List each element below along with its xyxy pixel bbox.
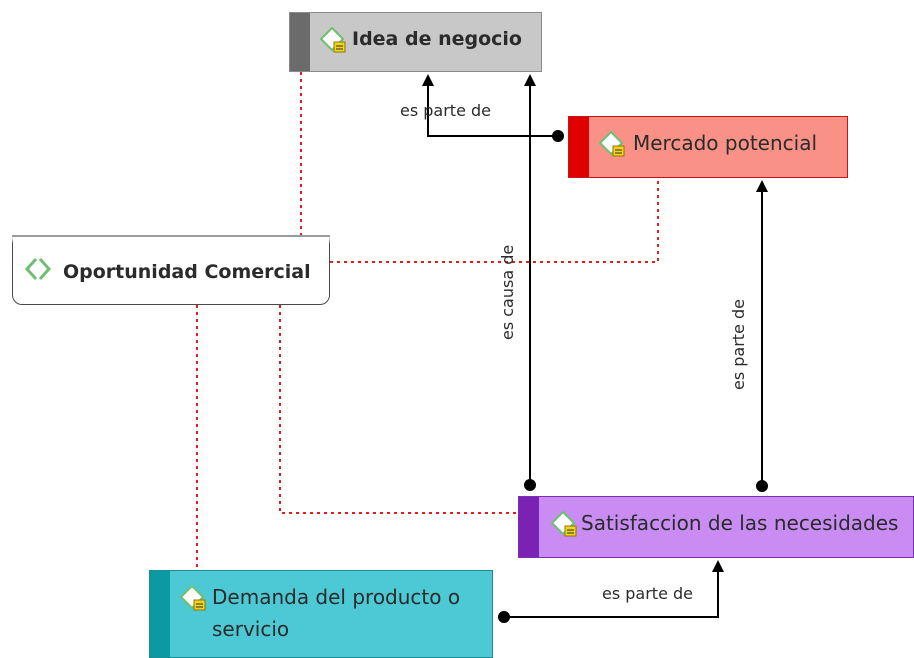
edge-label-satisfaccion-idea: es causa de — [498, 244, 517, 340]
edge-label-demanda-satisfaccion: es parte de — [602, 584, 694, 603]
node-color-bar — [150, 571, 170, 657]
node-color-bar — [290, 13, 310, 71]
chevron-pair-icon — [24, 257, 52, 281]
dotted-link-satisfaccion — [279, 305, 518, 514]
connectors — [422, 74, 768, 623]
node-color-bar — [569, 117, 589, 177]
concept-note-icon — [551, 511, 577, 537]
edge-label-mercado-idea: es parte de — [400, 101, 492, 120]
edge-label-satisfaccion-mercado: es parte de — [729, 298, 748, 390]
node-label: Satisfaccion de las necesidades — [581, 511, 899, 535]
node-oportunidad-comercial[interactable]: Oportunidad Comercial — [12, 237, 330, 305]
concept-note-icon — [320, 27, 346, 53]
edge-satisfaccion-idea-dot — [524, 479, 536, 491]
edge-demanda-satisfaccion[interactable] — [504, 560, 724, 618]
node-label: Demanda del producto o servicio — [212, 585, 461, 641]
node-satisfaccion-de-las-necesidades[interactable]: Satisfaccion de las necesidades — [518, 496, 914, 558]
edge-mercado-idea[interactable] — [422, 74, 558, 137]
edge-mercado-idea-dot — [552, 130, 564, 142]
edge-satisfaccion-mercado-dot — [756, 480, 768, 492]
node-mercado-potencial[interactable]: Mercado potencial — [568, 116, 848, 178]
dotted-links — [196, 72, 659, 570]
node-label: Mercado potencial — [633, 131, 818, 155]
node-color-bar — [519, 497, 539, 557]
dotted-link-mercado — [330, 178, 659, 263]
node-label: Idea de negocio — [352, 28, 522, 50]
concept-note-icon — [599, 131, 625, 157]
edge-demanda-satisfaccion-dot — [498, 611, 510, 623]
concept-note-icon — [180, 585, 206, 611]
node-demanda-del-producto-o-servicio[interactable]: Demanda del producto o servicio — [149, 570, 493, 658]
node-idea-de-negocio[interactable]: Idea de negocio — [289, 12, 542, 72]
node-label: Oportunidad Comercial — [63, 261, 311, 283]
